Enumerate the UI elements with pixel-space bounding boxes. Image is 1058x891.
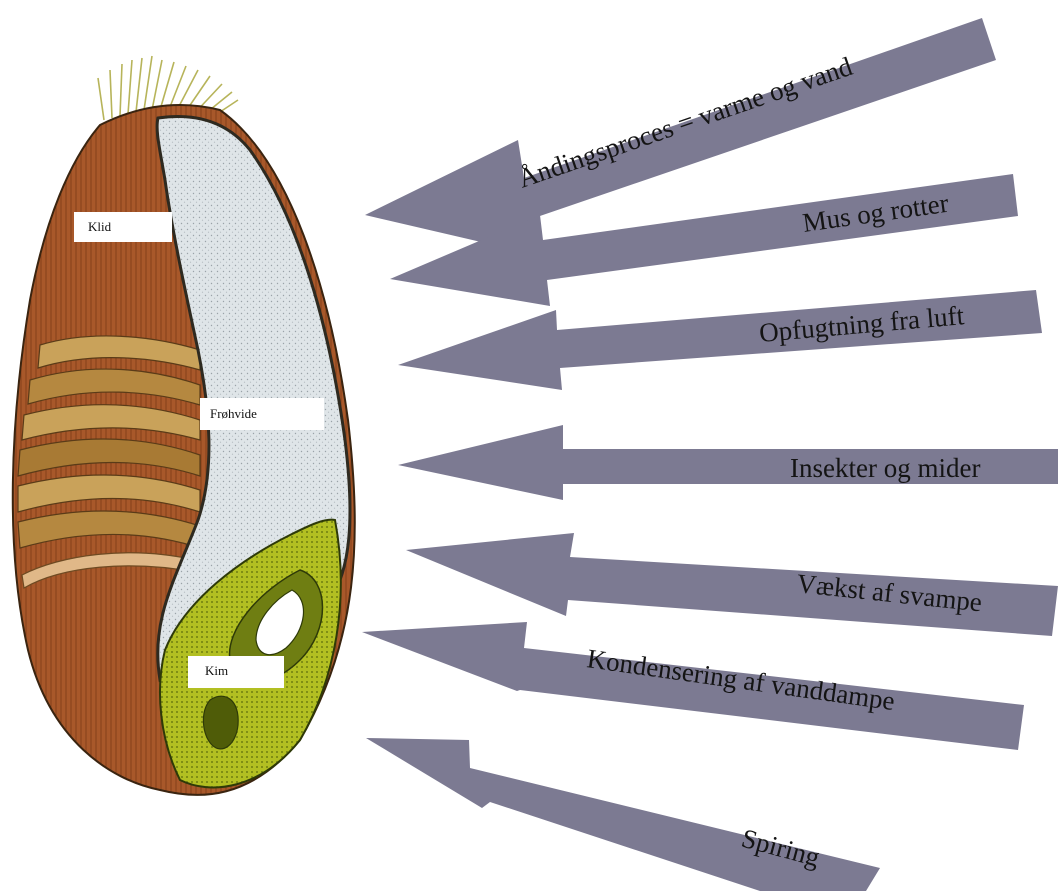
wheat-grain-illustration: Klid Frøhvide Kim [13, 56, 355, 795]
label-bran: Klid [74, 212, 172, 242]
arrow-condensation: Kondensering af vanddampe [362, 622, 1024, 750]
grain-germ-radicle [203, 696, 238, 749]
arrow-insects-text: Insekter og mider [790, 453, 980, 483]
arrow-germination: Spiring [366, 738, 880, 891]
threat-arrows: Åndingsproces = varme og vand Mus og rot… [362, 18, 1058, 891]
label-germ: Kim [188, 656, 284, 688]
label-endosperm: Frøhvide [200, 398, 324, 430]
arrow-fungi: Vækst af svampe [406, 533, 1058, 636]
label-bran-text: Klid [88, 219, 112, 234]
arrow-insects: Insekter og mider [398, 425, 1058, 500]
arrow-humidity: Opfugtning fra luft [398, 290, 1042, 390]
label-germ-text: Kim [205, 663, 228, 678]
label-germ-box [188, 656, 284, 688]
label-endosperm-text: Frøhvide [210, 406, 257, 421]
